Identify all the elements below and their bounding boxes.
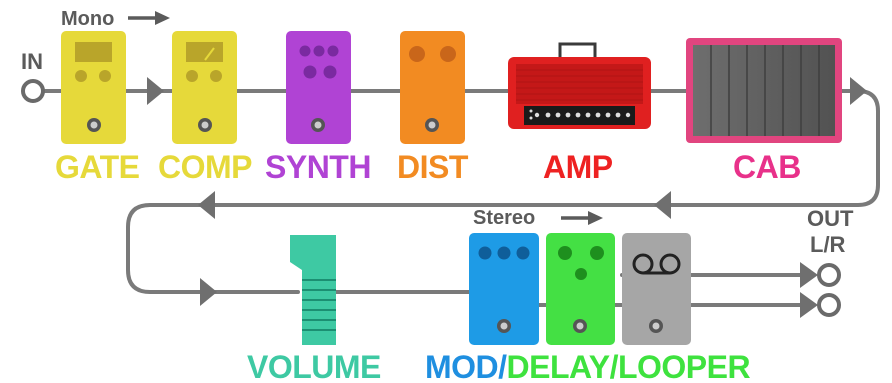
comp-knob-icon [186,70,198,82]
mono-label: Mono [61,8,114,30]
mod-pedal[interactable] [469,233,539,345]
arrow-out-r [800,292,818,318]
mod-label-part: MOD [425,349,498,383]
stereo-arrow-icon [561,211,603,225]
arrow-return-2 [198,191,215,219]
arrow-volume-in [200,278,217,306]
amp-label: AMP [543,149,613,185]
gate-knob-icon [99,70,111,82]
delay-pedal[interactable] [546,233,615,345]
output-jack-l-icon [819,265,839,285]
synth-knob-icon [300,46,311,57]
output-jack-r-icon [819,295,839,315]
amp-handle-icon [560,44,595,58]
synth-pedal[interactable] [286,31,351,144]
comp-knob-icon [210,70,222,82]
cab[interactable] [686,38,842,143]
mod-knob-icon [498,247,511,260]
synth-knob-icon [328,46,339,57]
output-label-line2: L/R [810,232,846,257]
delay-knob-icon [575,268,587,280]
mod-knob-icon [517,247,530,260]
arrow-in [147,77,164,105]
stereo-label: Stereo [473,207,535,229]
synth-knob-icon [324,66,337,79]
input-label: IN [21,49,43,74]
cab-label: CAB [733,149,801,185]
delay-knob-icon [558,246,572,260]
gate-knob-icon [75,70,87,82]
amp-head[interactable] [508,44,651,129]
delay-label-part: DELAY [507,349,610,383]
mod-knob-icon [479,247,492,260]
comp-pedal[interactable] [172,31,237,144]
comp-label: COMP [158,149,252,185]
arrow-out-l [800,262,818,288]
looper-label-part: LOOPER [618,349,751,383]
mod-delay-looper-label: MOD/DELAY/LOOPER [425,349,750,383]
synth-label: SYNTH [265,149,371,185]
arrow-return-1 [654,191,671,219]
volume-label: VOLUME [247,349,381,383]
dist-label: DIST [397,149,469,185]
gate-pedal[interactable] [61,31,126,144]
synth-knob-icon [314,46,325,57]
dist-pedal[interactable] [400,31,465,144]
synth-knob-icon [304,66,317,79]
looper-pedal[interactable] [622,233,691,345]
gate-meter-icon [75,42,112,62]
gate-label: GATE [55,149,140,185]
delay-knob-icon [590,246,604,260]
mono-arrow-icon [128,11,170,25]
input-jack-icon [23,81,43,101]
output-label-line1: OUT [807,206,854,231]
dist-knob-icon [409,46,425,62]
arrow-cab-out [850,77,867,105]
dist-knob-icon [440,46,456,62]
